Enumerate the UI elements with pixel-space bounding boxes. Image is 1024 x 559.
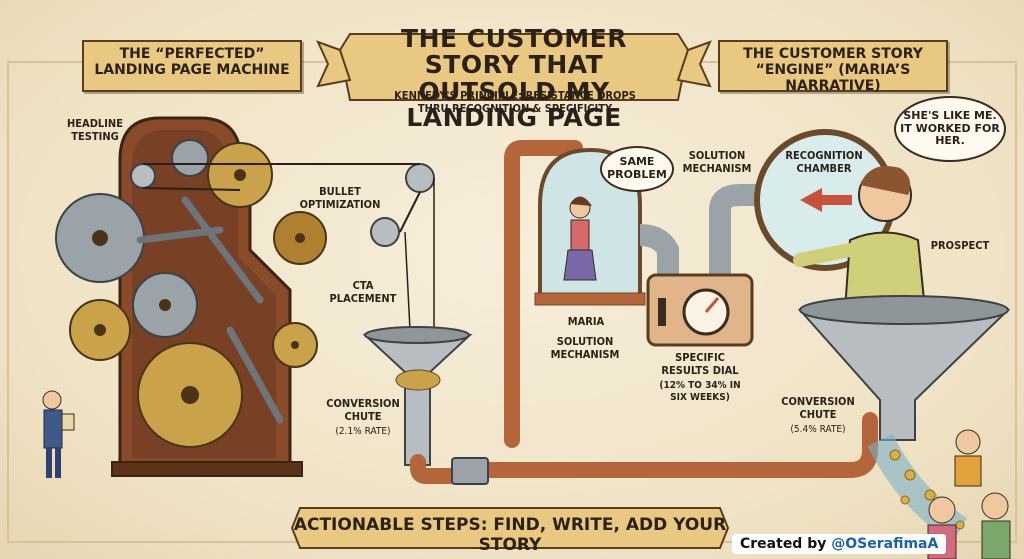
same-problem-bubble: SAME PROBLEM [600,146,674,192]
landing-page-machine [55,116,435,477]
main-title: THE CUSTOMER STORY THAT OUTSOLD MY LANDI… [401,24,627,132]
credit-handle[interactable]: @OSerafimaA [831,536,939,552]
left-conversion-rate: (2.1% RATE) [335,426,391,437]
kennedy-principle: KENNEDY'S PRINCIPLE: RESISTANCE DROPS TH… [394,89,636,115]
label-solution-mechanism-bottom: SOLUTION MECHANISM [550,335,620,361]
label-maria: MARIA [567,315,605,328]
credit-prefix: Created by [740,536,827,552]
left-banner: THE “PERFECTED” LANDING PAGE MACHINE [82,40,302,92]
right-banner: THE CUSTOMER STORY “ENGINE” (MARIA’S NAR… [718,40,948,94]
prospect-thought-bubble: SHE'S LIKE ME. IT WORKED FOR HER. [894,96,1006,162]
label-recognition-chamber: RECOGNITION CHAMBER [785,149,863,175]
label-specific-results-dial: SPECIFIC RESULTS DIAL [661,351,739,377]
prospect-figure [793,166,927,311]
label-solution-mechanism-top: SOLUTION MECHANISM [682,149,752,175]
label-headline-testing: HEADLINE TESTING [67,117,123,143]
dial-detail: (12% TO 34% IN SIX WEEKS) [659,380,741,403]
right-conversion-rate: (5.4% RATE) [790,424,846,435]
left-conversion-chute [362,326,473,466]
label-left-conversion-chute: CONVERSION CHUTE [326,397,400,423]
steps-banner [290,507,730,549]
right-conversion-chute [797,295,1011,543]
results-dial-box [639,184,758,347]
credit-line: Created by @OSerafimaA [732,534,947,554]
label-bullet-optimization: BULLET OPTIMIZATION [299,185,381,211]
label-right-conversion-chute: CONVERSION CHUTE [781,395,855,421]
observer-figure [42,390,75,478]
pipe-coupling [451,457,489,485]
actionable-steps: ACTIONABLE STEPS: FIND, WRITE, ADD YOUR … [293,515,727,555]
label-cta-placement: CTA PLACEMENT [329,279,397,305]
title-scroll [316,33,712,101]
label-prospect: PROSPECT [930,239,990,252]
